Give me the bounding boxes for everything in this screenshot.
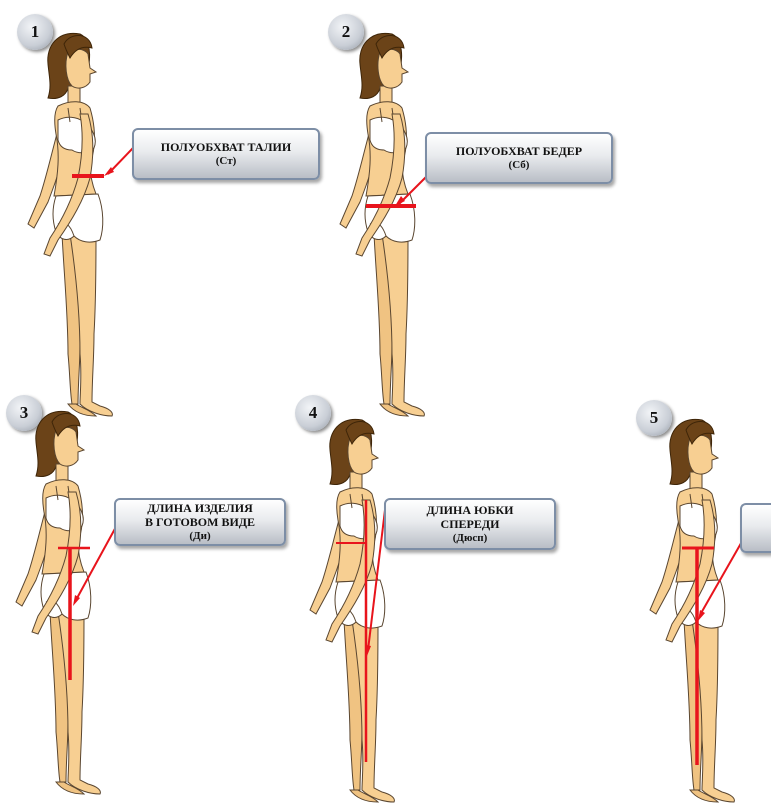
measurement-line-icon bbox=[0, 0, 771, 769]
measurement-label-partial bbox=[740, 503, 771, 553]
